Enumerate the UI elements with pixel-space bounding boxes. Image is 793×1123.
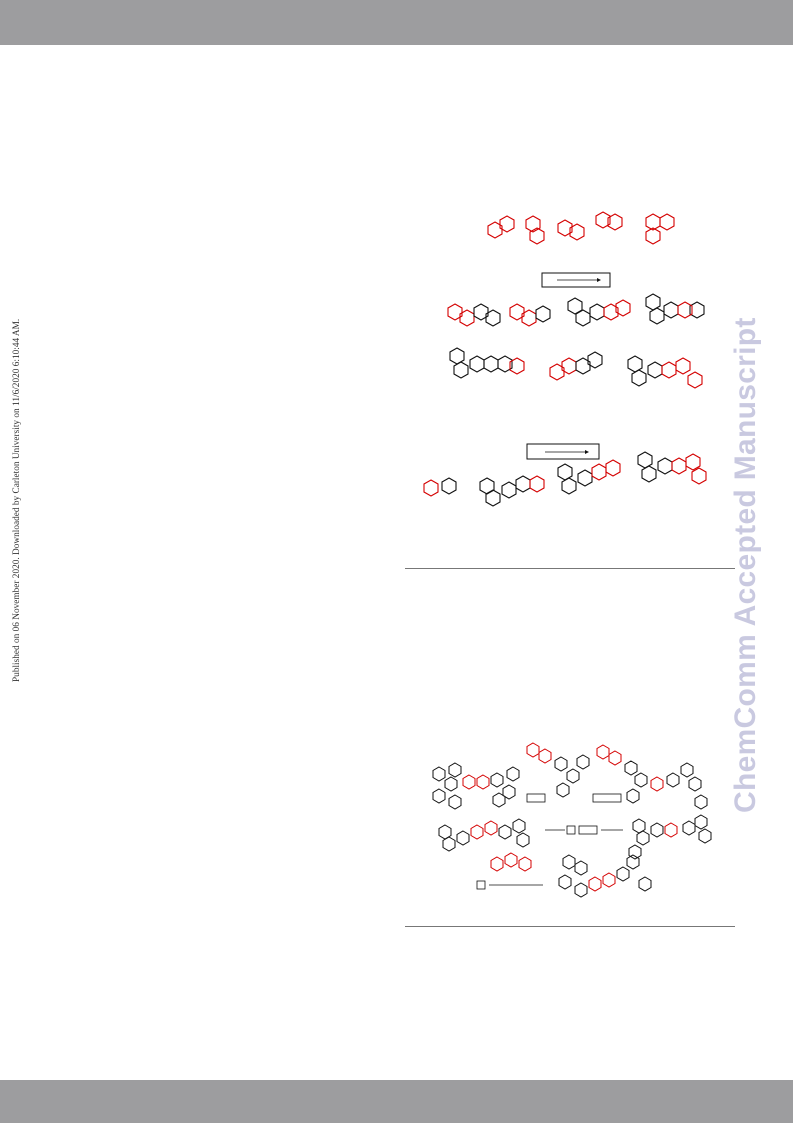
accepted-manuscript-watermark: ChemComm Accepted Manuscript	[729, 317, 762, 813]
products-row-2	[447, 293, 705, 327]
scheme-2-row-1	[432, 742, 708, 810]
red-building-blocks	[487, 211, 675, 245]
products-row-3	[449, 347, 703, 389]
scheme-2-rule	[405, 926, 735, 927]
scheme-1-rule	[405, 568, 735, 569]
scheme-2-row-2	[438, 814, 712, 852]
products-row-4	[423, 451, 707, 507]
scheme-2	[432, 742, 712, 898]
scheme-2-row-3	[476, 844, 652, 898]
reaction-condition-box-1	[541, 272, 611, 288]
reaction-condition-box-2	[526, 443, 600, 460]
header-band	[0, 0, 793, 45]
publication-note: Published on 06 November 2020. Downloade…	[12, 318, 22, 682]
footer-band	[0, 1080, 793, 1123]
scheme-1	[423, 211, 707, 507]
